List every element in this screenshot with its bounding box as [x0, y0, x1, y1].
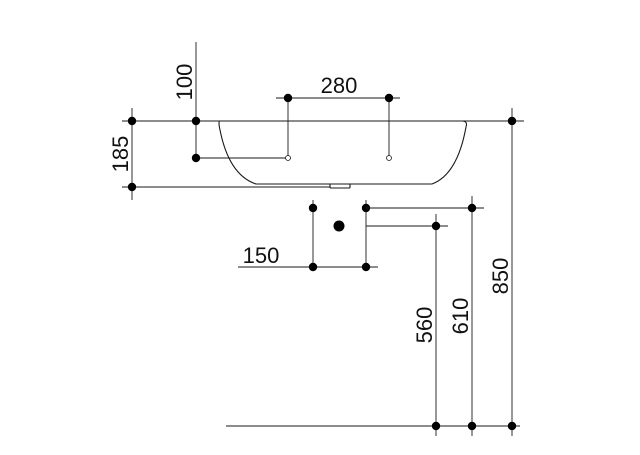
label-185: 185 [108, 136, 133, 173]
dimension-560: 560 [412, 214, 441, 436]
dimension-185: 185 [108, 108, 137, 200]
label-100: 100 [172, 64, 197, 101]
tap-hole-left [285, 155, 291, 161]
label-150: 150 [243, 243, 280, 268]
waste-outlet-dot [333, 220, 345, 232]
label-610: 610 [448, 298, 473, 335]
dimension-610: 610 [448, 196, 477, 436]
basin-outline [218, 120, 468, 189]
waste-outlet [333, 220, 345, 232]
label-280: 280 [321, 73, 358, 98]
waste-level-lines [366, 207, 484, 227]
tap-hole-right [386, 155, 392, 161]
tap-holes [285, 155, 392, 161]
dimension-150: 150 [238, 200, 378, 272]
dimension-100: 100 [172, 42, 286, 163]
dimension-850: 850 [488, 108, 517, 436]
dimension-280: 280 [276, 73, 400, 156]
label-560: 560 [412, 307, 437, 344]
label-850: 850 [488, 258, 513, 295]
